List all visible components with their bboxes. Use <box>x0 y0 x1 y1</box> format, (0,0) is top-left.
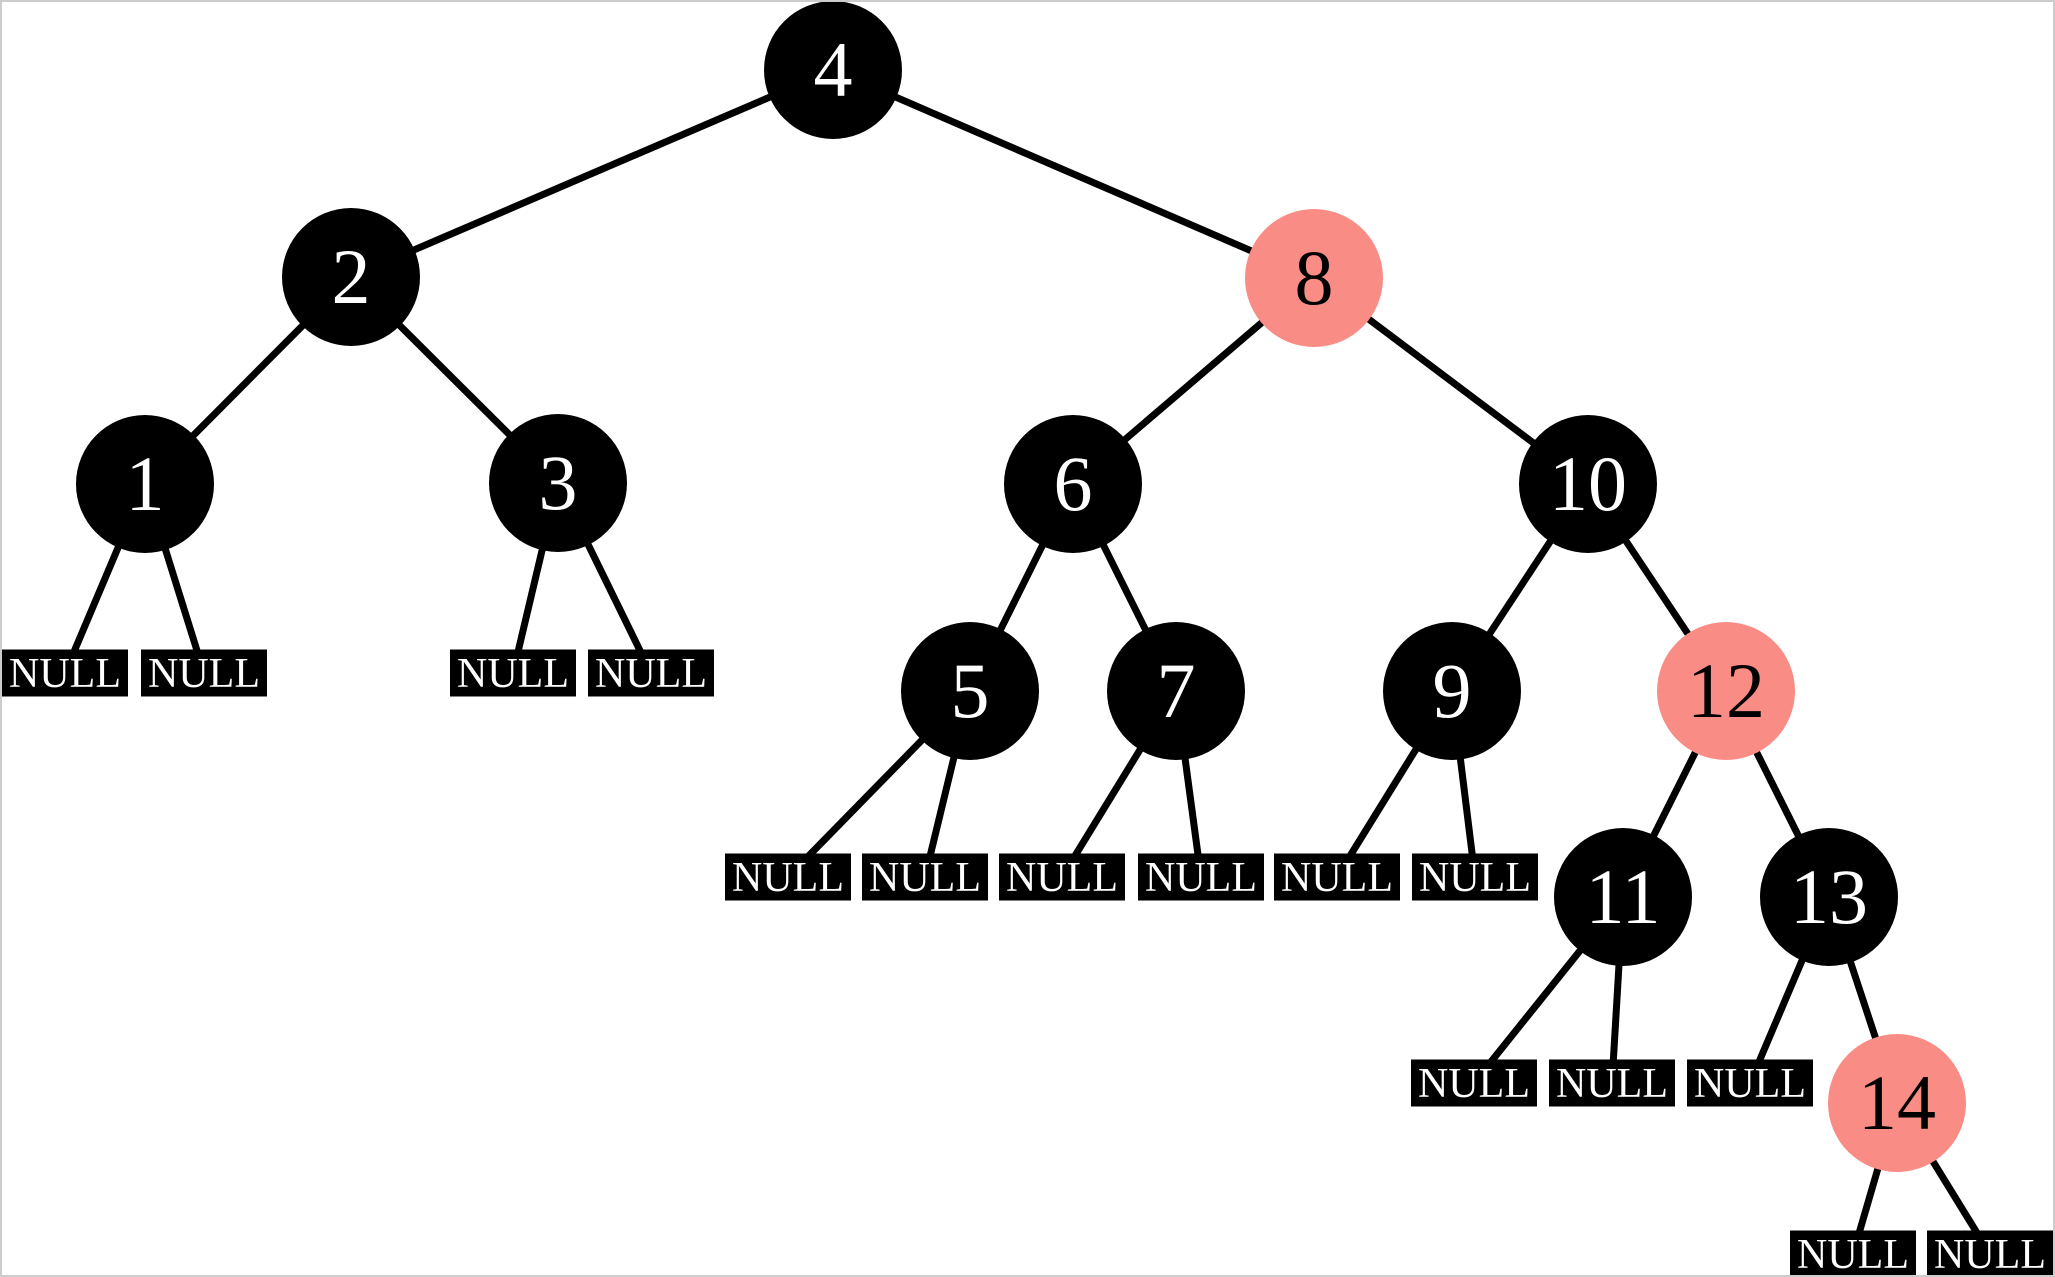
null-leaf-n11l: NULL <box>1411 1059 1537 1107</box>
black-node-circle <box>1554 828 1692 966</box>
black-node-circle <box>1519 415 1657 553</box>
null-leaf-label: NULL <box>1145 855 1257 901</box>
null-leaf-box <box>1687 1059 1813 1107</box>
tree-node-12: 12 <box>1657 622 1795 760</box>
null-leaf-box <box>588 649 714 697</box>
black-node-circle <box>489 414 627 552</box>
red-node-circle <box>1657 622 1795 760</box>
tree-edge-4-8 <box>831 66 1316 282</box>
null-leaf-n7l: NULL <box>999 853 1125 901</box>
null-leaf-box <box>450 649 576 697</box>
node-value-label: 3 <box>539 439 578 526</box>
null-leaf-n1l: NULL <box>2 649 128 697</box>
null-leaf-box <box>141 649 267 697</box>
null-leaf-label: NULL <box>1006 855 1118 901</box>
tree-node-14: 14 <box>1828 1034 1966 1172</box>
black-node-circle <box>282 208 420 346</box>
null-leaf-box <box>1412 853 1538 901</box>
tree-node-4: 4 <box>764 1 902 139</box>
tree-node-10: 10 <box>1519 415 1657 553</box>
red-node-circle <box>1245 209 1383 347</box>
null-leaf-label: NULL <box>1281 855 1393 901</box>
red-node-circle <box>1828 1034 1966 1172</box>
null-leaf-label: NULL <box>1556 1061 1668 1107</box>
null-leaf-n11r: NULL <box>1549 1059 1675 1107</box>
black-node-circle <box>1004 415 1142 553</box>
null-leaf-n7r: NULL <box>1138 853 1264 901</box>
null-leaf-label: NULL <box>1419 855 1531 901</box>
black-node-circle <box>901 622 1039 760</box>
null-leaf-n5l: NULL <box>725 853 851 901</box>
null-leaf-box <box>1549 1059 1675 1107</box>
tree-node-3: 3 <box>489 414 627 552</box>
black-node-circle <box>1383 622 1521 760</box>
tree-edge-4-2 <box>349 66 835 281</box>
black-node-circle <box>1107 622 1245 760</box>
null-leaf-label: NULL <box>148 651 260 697</box>
null-leaf-label: NULL <box>1797 1232 1909 1277</box>
node-value-label: 10 <box>1549 440 1627 527</box>
tree-node-5: 5 <box>901 622 1039 760</box>
node-value-label: 5 <box>951 647 990 734</box>
tree-node-6: 6 <box>1004 415 1142 553</box>
node-value-label: 1 <box>126 440 165 527</box>
null-leaf-label: NULL <box>595 651 707 697</box>
null-leaf-box <box>862 853 988 901</box>
tree-node-2: 2 <box>282 208 420 346</box>
null-leaf-n1r: NULL <box>141 649 267 697</box>
null-leaf-label: NULL <box>1694 1061 1806 1107</box>
node-value-label: 8 <box>1295 234 1334 321</box>
null-leaf-label: NULL <box>1418 1061 1530 1107</box>
black-node-circle <box>1760 828 1898 966</box>
tree-node-11: 11 <box>1554 828 1692 966</box>
null-leaf-n13l: NULL <box>1687 1059 1813 1107</box>
tree-node-7: 7 <box>1107 622 1245 760</box>
null-leaf-box <box>1274 853 1400 901</box>
null-leaf-box <box>725 853 851 901</box>
null-leaf-box <box>1790 1230 1916 1277</box>
black-node-circle <box>76 415 214 553</box>
null-leaf-n5r: NULL <box>862 853 988 901</box>
null-leaf-label: NULL <box>457 651 569 697</box>
null-leaf-n9l: NULL <box>1274 853 1400 901</box>
null-leaf-box <box>1927 1230 2053 1277</box>
null-leaf-label: NULL <box>732 855 844 901</box>
node-value-label: 2 <box>332 233 371 320</box>
black-node-circle <box>764 1 902 139</box>
node-value-label: 12 <box>1687 647 1765 734</box>
null-leaf-label: NULL <box>869 855 981 901</box>
node-value-label: 4 <box>814 26 853 113</box>
null-leaf-n9r: NULL <box>1412 853 1538 901</box>
tree-node-13: 13 <box>1760 828 1898 966</box>
node-value-label: 14 <box>1858 1059 1936 1146</box>
tree-node-1: 1 <box>76 415 214 553</box>
node-value-label: 6 <box>1054 440 1093 527</box>
null-leaf-box <box>2 649 128 697</box>
node-value-label: 7 <box>1157 647 1196 734</box>
null-leaf-label: NULL <box>1934 1232 2046 1277</box>
null-leaf-n3r: NULL <box>588 649 714 697</box>
null-leaf-box <box>1411 1059 1537 1107</box>
node-value-label: 11 <box>1585 853 1660 940</box>
tree-node-8: 8 <box>1245 209 1383 347</box>
null-leaf-box <box>999 853 1125 901</box>
null-leaf-n14l: NULL <box>1790 1230 1916 1277</box>
node-value-label: 13 <box>1790 853 1868 940</box>
node-value-label: 9 <box>1433 647 1472 734</box>
null-leaf-label: NULL <box>9 651 121 697</box>
null-leaf-box <box>1138 853 1264 901</box>
null-leaf-n14r: NULL <box>1927 1230 2053 1277</box>
null-leaf-n3l: NULL <box>450 649 576 697</box>
tree-node-9: 9 <box>1383 622 1521 760</box>
